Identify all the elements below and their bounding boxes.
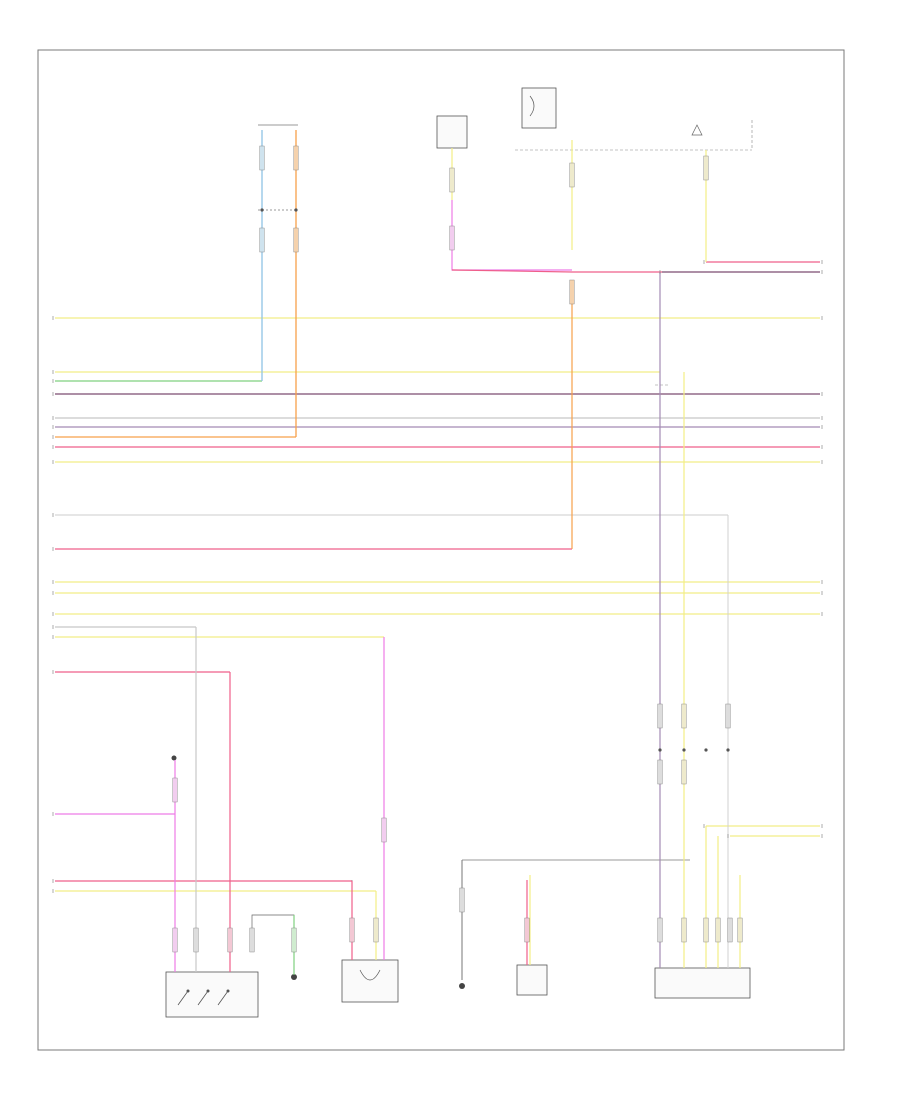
connector-yellow-c	[703, 155, 709, 181]
bottom-right-pump-module	[654, 967, 751, 999]
connector-purple-r2	[657, 759, 663, 785]
top-center-module	[436, 115, 468, 149]
splice-dot-1	[260, 208, 264, 212]
connector-grey-m2	[249, 927, 255, 953]
top-right-fuse-symbol	[691, 124, 703, 136]
connector-orange-b	[569, 279, 575, 305]
connector-yellow-r1	[681, 703, 687, 729]
connector-violet-l	[381, 817, 387, 843]
connector-magenta-a	[449, 225, 455, 251]
ground-point-left	[171, 755, 177, 761]
wire-end-layer	[52, 208, 823, 893]
connector-pump-1	[657, 917, 663, 943]
connector-grey-m	[193, 927, 199, 953]
connector-pump-2	[681, 917, 687, 943]
splice-dot-6	[726, 748, 730, 752]
connector-pink-h	[524, 917, 530, 943]
connector-pump-6	[737, 917, 743, 943]
bottom-right-sensor-module	[516, 964, 548, 996]
top-right-relay	[521, 87, 557, 129]
connector-yellow-b	[569, 162, 575, 188]
connector-ground-center	[459, 887, 465, 913]
wire-layer	[55, 130, 820, 975]
connector-magenta-m	[172, 777, 178, 803]
connector-orange-top	[293, 145, 299, 171]
top-left-connector	[258, 124, 298, 211]
vert-wire-pink-a	[451, 269, 662, 273]
connector-yellow-r2	[681, 759, 687, 785]
connector-grey-r1	[725, 703, 731, 729]
connector-orange-mid	[293, 227, 299, 253]
connector-magenta-m2	[172, 927, 178, 953]
diagram-frame	[37, 49, 845, 1051]
connector-layer	[172, 145, 743, 953]
vert-wire-magenta-a	[451, 200, 572, 271]
connector-yellow-l	[373, 917, 379, 943]
switch-ground-bracket	[251, 914, 295, 975]
connector-purple-r1	[657, 703, 663, 729]
connector-blue-top	[259, 145, 265, 171]
connector-pink-l	[349, 917, 355, 943]
splice-dot-3	[682, 748, 686, 752]
connector-pink-m	[227, 927, 233, 953]
splice-dot-5	[658, 748, 662, 752]
ground-point-center	[459, 983, 465, 989]
ground-point-lower-left	[291, 974, 297, 980]
connector-pump-5	[727, 917, 733, 943]
connector-pump-4	[715, 917, 721, 943]
connector-green-m	[291, 927, 297, 953]
splice-dot-2	[294, 208, 298, 212]
connector-pump-3	[703, 917, 709, 943]
bottom-center-sensor	[341, 959, 399, 1003]
connector-blue-mid	[259, 227, 265, 253]
splice-dot-4	[704, 748, 708, 752]
connector-yellow-a	[449, 167, 455, 193]
bottom-left-switch-module	[165, 971, 259, 1018]
